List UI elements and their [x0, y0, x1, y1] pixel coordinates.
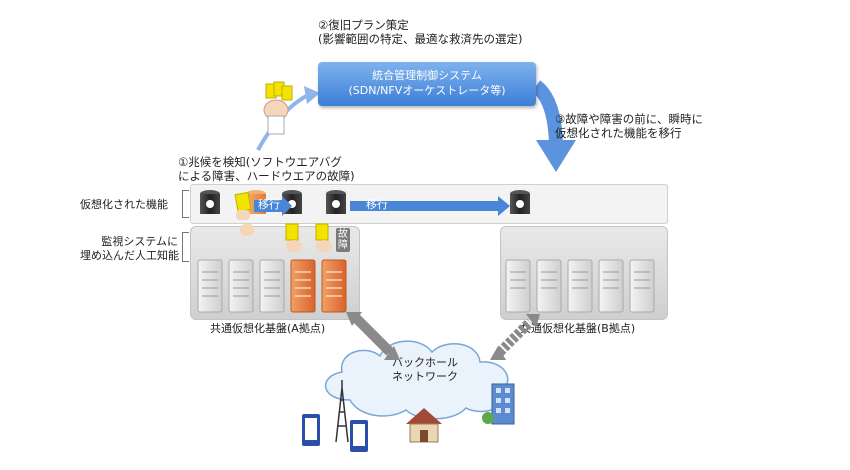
migrate-arrows [254, 196, 510, 216]
step1-line2: による障害、ハードウエアの故障) [178, 169, 355, 183]
house-icon [406, 408, 442, 443]
site-b-label: 共通仮想化基盤(B拠点) [520, 322, 636, 335]
step2-line2: (影響範囲の特定、最適な救済先の選定) [318, 32, 523, 46]
servers-b [505, 259, 655, 313]
system-box-line2: (SDN/NFVオーケストレータ等) [348, 84, 506, 97]
vnf-icon-b [510, 190, 530, 214]
bottom-icons [302, 380, 515, 452]
virtual-function-label: 仮想化された機能 [80, 198, 168, 211]
system-box-line1: 統合管理制御システム [372, 69, 482, 82]
integrated-control-system-box: 統合管理制御システム (SDN/NFVオーケストレータ等) [318, 62, 536, 106]
step3-line2: 仮想化された機能を移行 [555, 126, 682, 140]
cloud-line1: バックホール [392, 356, 458, 369]
cloud-label: バックホール ネットワーク [392, 356, 458, 384]
bracket-virtual [182, 190, 189, 218]
fault-label: 故障 [336, 228, 350, 252]
arrow-to-site-b [531, 80, 576, 172]
step1-label: ①兆候を検知(ソフトウエアバグ による障害、ハードウエアの故障) [178, 155, 355, 183]
yellow-card-hand-icon [263, 81, 293, 135]
office-building-icon [482, 383, 515, 425]
hand-icon [236, 210, 250, 220]
hand-icon-2 [240, 224, 254, 236]
step3-line1: ③故障や障害の前に、瞬時に [555, 112, 703, 126]
yellow-cards-servers-icon [285, 223, 332, 252]
step2-label: ②復旧プラン策定 (影響範囲の特定、最適な救済先の選定) [318, 18, 522, 46]
monitor-label-line2: 埋め込んだ人工知能 [80, 249, 179, 262]
step2-line1: ②復旧プラン策定 [318, 18, 409, 32]
servers-a [197, 259, 347, 313]
monitor-label: 監視システムに 埋め込んだ人工知能 [80, 235, 179, 263]
site-a-label: 共通仮想化基盤(A拠点) [210, 322, 326, 335]
migrate-label-1: 移行 [258, 198, 280, 211]
connection-arrows [346, 312, 540, 360]
monitor-label-line1: 監視システムに [101, 235, 178, 248]
bracket-monitor [182, 232, 189, 262]
smartphone-icon [302, 414, 320, 446]
smartphone-icon-2 [350, 420, 368, 452]
migrate-label-2: 移行 [366, 198, 388, 211]
radio-tower-icon [335, 380, 349, 443]
step1-line1: ①兆候を検知(ソフトウエアバグ [178, 155, 342, 169]
cloud-line2: ネットワーク [392, 370, 458, 383]
step3-label: ③故障や障害の前に、瞬時に 仮想化された機能を移行 [555, 112, 703, 140]
